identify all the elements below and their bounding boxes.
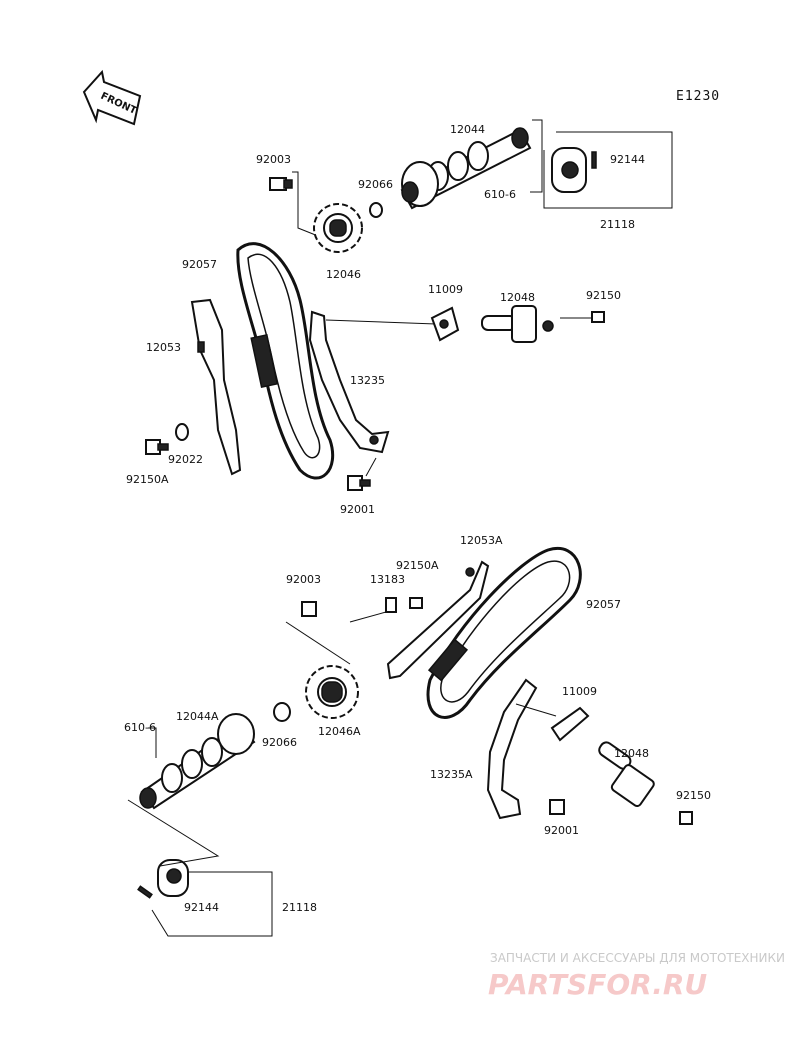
label-92057-top: 92057 xyxy=(182,258,217,271)
label-92150A-bottom: 92150A xyxy=(396,559,439,572)
label-92066-bottom: 92066 xyxy=(262,736,297,749)
label-92150-top: 92150 xyxy=(586,289,621,302)
label-12048-bottom: 12048 xyxy=(614,747,649,760)
label-92066-top: 92066 xyxy=(358,178,393,191)
rotor-21118 xyxy=(551,147,597,193)
label-12046A: 12046A xyxy=(318,725,361,738)
label-21118-bottom: 21118 xyxy=(282,901,317,914)
camshaft-12044A xyxy=(139,713,256,810)
front-arrow-icon: FRONT xyxy=(82,69,142,126)
label-11009-top: 11009 xyxy=(428,283,463,296)
chain-92057 xyxy=(236,242,335,480)
bolt-92001-bottom xyxy=(549,799,565,815)
guide-13235 xyxy=(308,310,390,454)
spring-92144-bottom xyxy=(137,885,153,899)
bolt-92003 xyxy=(269,177,293,191)
label-21118-top: 21118 xyxy=(600,218,635,231)
bolt-92001 xyxy=(347,457,377,491)
tensioner-12048-bottom xyxy=(598,741,655,808)
label-92003-bottom: 92003 xyxy=(286,573,321,586)
chain-92057-bottom xyxy=(426,546,582,719)
watermark-tagline: ЗАПЧАСТИ И АКСЕССУАРЫ ДЛЯ МОТОТЕХНИКИ xyxy=(490,951,785,965)
camshaft-12044 xyxy=(400,127,532,210)
sprocket-12046 xyxy=(313,203,363,253)
bolt-92003-bottom xyxy=(301,601,317,617)
label-92001-top: 92001 xyxy=(340,503,375,516)
tensioner-12048 xyxy=(481,305,554,343)
watermark-brand: PARTSFOR.RU xyxy=(488,968,707,1001)
label-11009-bottom: 11009 xyxy=(562,685,597,698)
gasket-11009-bottom xyxy=(550,706,590,742)
seal-92066-bottom xyxy=(273,702,291,722)
label-12044: 12044 xyxy=(450,123,485,136)
guide-13235A xyxy=(486,678,538,820)
label-12048-top: 12048 xyxy=(500,291,535,304)
label-92057-bottom: 92057 xyxy=(586,598,621,611)
gasket-11009 xyxy=(430,306,460,342)
label-610-6-bottom: 610-6 xyxy=(124,721,156,734)
label-92003-top: 92003 xyxy=(256,153,291,166)
label-13235A: 13235A xyxy=(430,768,473,781)
label-12053: 12053 xyxy=(146,341,181,354)
guide-12053 xyxy=(190,298,242,476)
bolt-92150-bottom xyxy=(679,811,693,825)
guide-12053A xyxy=(386,560,490,680)
label-92001-bottom: 92001 xyxy=(544,824,579,837)
seal-92066 xyxy=(369,202,383,218)
bolt-92150A xyxy=(145,439,169,455)
label-92022: 92022 xyxy=(168,453,203,466)
label-12046: 12046 xyxy=(326,268,361,281)
diagram-code: E1230 xyxy=(676,89,720,104)
label-12044A: 12044A xyxy=(176,710,219,723)
label-92144-bottom: 92144 xyxy=(184,901,219,914)
rotor-21118-bottom xyxy=(157,859,189,897)
label-92150-bottom: 92150 xyxy=(676,789,711,802)
label-13183: 13183 xyxy=(370,573,405,586)
bolt-92150 xyxy=(560,311,605,323)
sprocket-12046A xyxy=(305,665,359,719)
washer-92022 xyxy=(175,423,189,441)
label-610-6-top: 610-6 xyxy=(484,188,516,201)
clip-13183 xyxy=(385,597,397,613)
label-12053A: 12053A xyxy=(460,534,503,547)
label-13235: 13235 xyxy=(350,374,385,387)
label-92144-top: 92144 xyxy=(610,153,645,166)
label-92150A-top: 92150A xyxy=(126,473,169,486)
bolt-92150A-bottom xyxy=(409,597,423,609)
